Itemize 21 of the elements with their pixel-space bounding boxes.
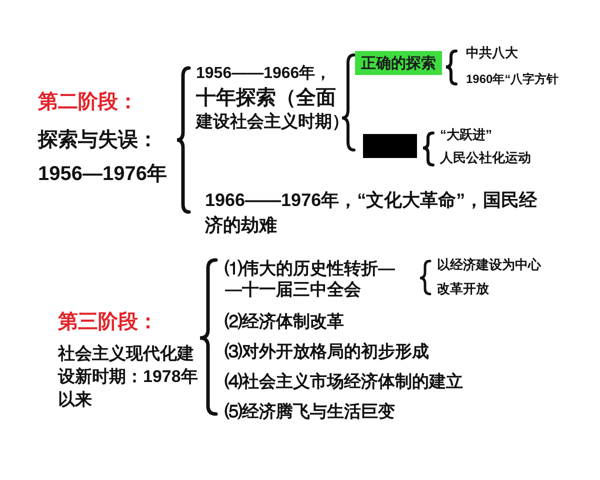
period-description: 1966——1976年，“文化大革命”，国民经济的劫难 <box>205 189 538 237</box>
sub-item: “大跃进” <box>440 127 492 143</box>
filled-block <box>363 134 417 158</box>
numbered-item: ⑴伟大的历史性转折——十一届三中全会 <box>225 258 396 300</box>
period-dates: 1956——1966年， <box>196 64 332 84</box>
period-title: 十年探索（全面建设社会主义时期） <box>196 87 350 133</box>
numbered-item: ⑷社会主义市场经济体制的建立 <box>225 371 463 392</box>
numbered-item: ⑸经济腾飞与生活巨变 <box>225 401 395 422</box>
date-range: 1956—1976年 <box>38 162 167 186</box>
highlight-box: 正确的探索 <box>355 51 442 75</box>
stage-heading: 第二阶段： <box>38 90 138 114</box>
stage-description: 社会主义现代化建设新时期：1978年以来 <box>58 343 199 411</box>
stage-title: 探索与失误： <box>38 128 158 152</box>
numbered-item: ⑶对外开放格局的初步形成 <box>225 341 429 362</box>
numbered-item: ⑵经济体制改革 <box>225 311 344 332</box>
sub-item: 以经济建设为中心 <box>437 257 541 273</box>
sub-item: 改革开放 <box>437 281 489 297</box>
sub-item: 人民公社化运动 <box>440 150 531 166</box>
stage-heading: 第三阶段： <box>58 310 158 334</box>
sub-item: 1960年“八字方针 <box>466 71 559 87</box>
sub-item: 中共八大 <box>466 45 518 61</box>
